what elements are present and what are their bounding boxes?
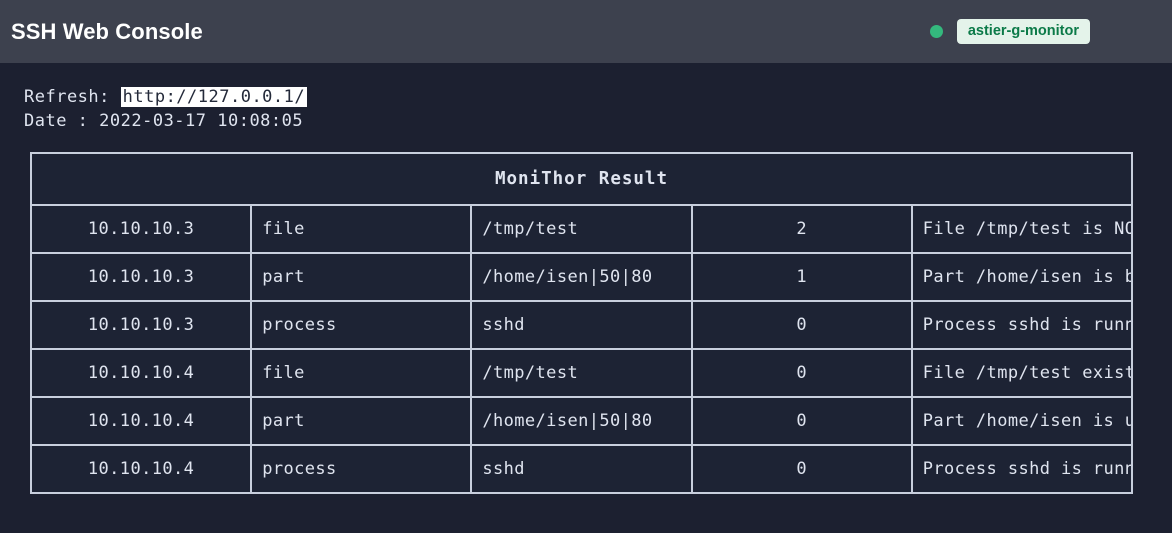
cell-code: 1 [691,253,912,301]
cell-check-type: file [251,349,472,397]
cell-host: 10.10.10.4 [31,349,252,397]
cell-host: 10.10.10.3 [31,205,252,253]
cell-message: File /tmp/test is NOT present [911,205,1132,253]
cell-check-type: process [251,301,472,349]
refresh-url-value[interactable]: http://127.0.0.1/ [120,87,308,107]
cell-host: 10.10.10.3 [31,301,252,349]
cell-target: /tmp/test [471,205,692,253]
table-title-row: MoniThor Result [31,153,1132,205]
cell-target: sshd [471,301,692,349]
refresh-line: Refresh: http://127.0.0.1/ [24,85,1172,109]
cell-check-type: file [251,205,472,253]
cell-target: sshd [471,445,692,493]
cell-code: 0 [691,349,912,397]
table-head: MoniThor Result [31,153,1132,205]
cell-host: 10.10.10.3 [31,253,252,301]
cell-message: Process sshd is running [911,445,1132,493]
cell-host: 10.10.10.4 [31,397,252,445]
date-line: Date : 2022-03-17 10:08:05 [24,109,1172,133]
cell-code: 0 [691,301,912,349]
cell-check-type: process [251,445,472,493]
date-value: 2022-03-17 10:08:05 [99,111,304,131]
cell-message: File /tmp/test exist [911,349,1132,397]
table-title: MoniThor Result [31,153,1132,205]
header-status-group: astier-g-monitor [929,18,1158,45]
cell-code: 0 [691,397,912,445]
meta-info: Refresh: http://127.0.0.1/ Date : 2022-0… [0,63,1172,133]
refresh-label: Refresh: [24,87,121,107]
host-badge[interactable]: astier-g-monitor [956,18,1090,45]
cell-code: 2 [691,205,912,253]
cell-check-type: part [251,397,472,445]
cell-host: 10.10.10.4 [31,445,252,493]
cell-message: Part /home/isen is under 50% : 1 [911,397,1132,445]
cell-check-type: part [251,253,472,301]
app-header: SSH Web Console astier-g-monitor [0,0,1172,63]
cell-target: /home/isen|50|80 [471,253,692,301]
date-label: Date : [24,111,100,131]
cell-code: 0 [691,445,912,493]
cell-message: Process sshd is running [911,301,1132,349]
cell-target: /home/isen|50|80 [471,397,692,445]
cell-message: Part /home/isen is between 50% and 80% :… [911,253,1132,301]
online-status-dot-icon [929,25,943,38]
cell-target: /tmp/test [471,349,692,397]
app-title: SSH Web Console [11,18,203,44]
